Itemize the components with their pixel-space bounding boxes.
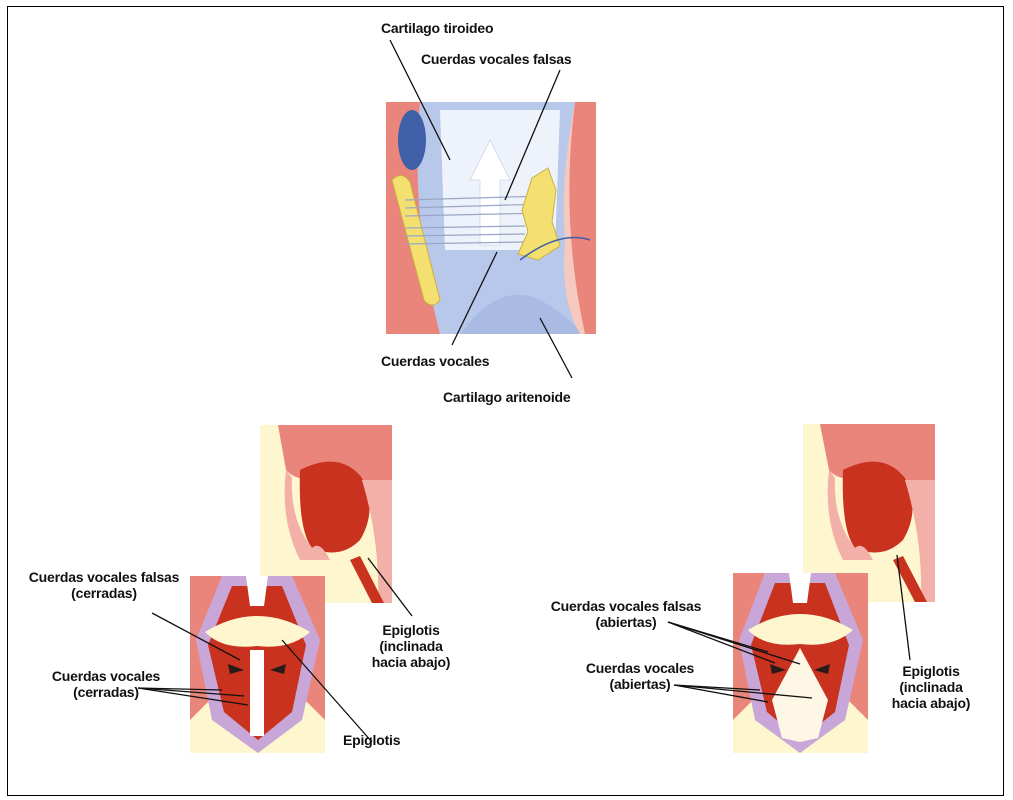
label-epiglottis-inclined-left-state-2: hacia abajo) (356, 654, 466, 670)
label-epiglottis-inclined-left: Epiglotis (inclinada hacia abajo) (356, 622, 466, 670)
label-vocal-cords: Cuerdas vocales (381, 353, 489, 369)
label-false-vocal-cords-closed-state: (cerradas) (14, 585, 194, 601)
label-epiglottis-inclined-right: Epiglotis (inclinada hacia abajo) (876, 663, 986, 711)
label-epiglottis-inclined-right-name: Epiglotis (876, 663, 986, 679)
label-epiglottis-inclined-left-name: Epiglotis (356, 622, 466, 638)
label-vocal-cords-open: Cuerdas vocales (abiertas) (570, 660, 710, 692)
label-arytenoid-cartilage: Cartilago aritenoide (443, 389, 570, 405)
label-false-vocal-cords-open-name: Cuerdas vocales falsas (532, 598, 720, 614)
label-thyroid-cartilage: Cartilago tiroideo (381, 20, 493, 36)
left-larynx-closed-illustration (190, 576, 325, 753)
right-larynx-open-illustration (733, 573, 868, 753)
label-vocal-cords-open-state: (abiertas) (570, 676, 710, 692)
label-false-vocal-cords-open: Cuerdas vocales falsas (abiertas) (532, 598, 720, 630)
label-false-vocal-cords-open-state: (abiertas) (532, 614, 720, 630)
larynx-section-illustration (386, 102, 596, 334)
label-false-vocal-cords-closed: Cuerdas vocales falsas (cerradas) (14, 569, 194, 601)
label-vocal-cords-open-name: Cuerdas vocales (570, 660, 710, 676)
label-epiglottis-inclined-right-state-1: (inclinada (876, 679, 986, 695)
label-epiglottis-left: Epiglotis (343, 732, 400, 748)
label-vocal-cords-closed-state: (cerradas) (36, 684, 176, 700)
label-vocal-cords-closed: Cuerdas vocales (cerradas) (36, 668, 176, 700)
label-false-vocal-cords: Cuerdas vocales falsas (421, 51, 571, 67)
label-epiglottis-inclined-left-state-1: (inclinada (356, 638, 466, 654)
label-false-vocal-cords-closed-name: Cuerdas vocales falsas (14, 569, 194, 585)
label-epiglottis-inclined-right-state-2: hacia abajo) (876, 695, 986, 711)
label-vocal-cords-closed-name: Cuerdas vocales (36, 668, 176, 684)
